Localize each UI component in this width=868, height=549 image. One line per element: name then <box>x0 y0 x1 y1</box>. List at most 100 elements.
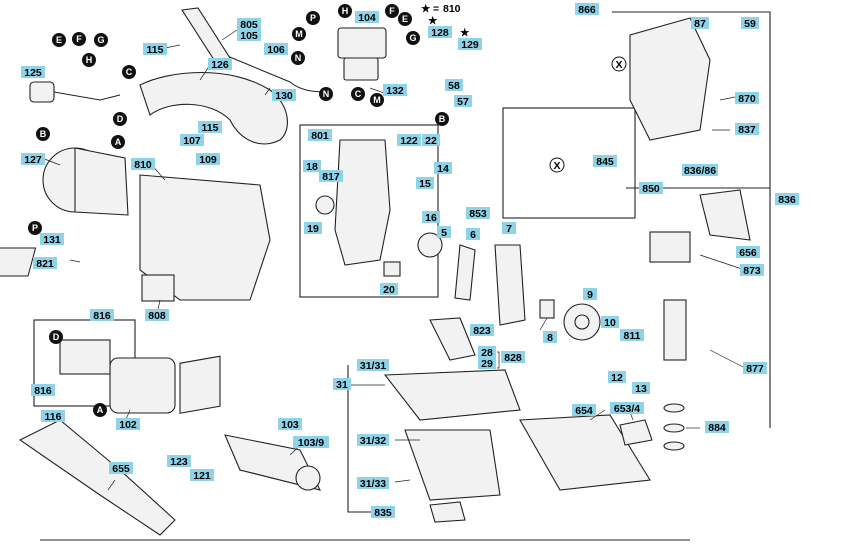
label-12: 12 <box>608 371 626 384</box>
marker-a1: A <box>111 135 125 149</box>
label-20: 20 <box>380 283 398 296</box>
svg-text:116: 116 <box>45 411 62 423</box>
svg-text:C: C <box>126 67 133 77</box>
svg-text:884: 884 <box>708 422 726 434</box>
label-877: 877 <box>743 362 767 375</box>
brush-holder <box>59 339 111 375</box>
label-16: 16 <box>422 211 440 224</box>
marker-c1: C <box>122 65 136 79</box>
marker-x2: X <box>549 157 565 173</box>
svg-text:877: 877 <box>746 363 764 375</box>
label-127: 127 <box>21 153 45 166</box>
svg-text:X: X <box>553 160 560 172</box>
label-128: 128 <box>428 26 452 39</box>
svg-text:816: 816 <box>34 385 52 397</box>
label-837: 837 <box>735 123 759 136</box>
svg-text:127: 127 <box>24 154 42 166</box>
base-plate-31-31 <box>383 369 521 421</box>
label-129: 129 <box>458 38 482 51</box>
label-653-4: 653/4 <box>610 402 644 415</box>
svg-text:9: 9 <box>587 289 593 301</box>
label-58: 58 <box>445 79 463 92</box>
star-129: ★ <box>460 27 470 39</box>
svg-text:18: 18 <box>306 161 318 173</box>
bearing-18 <box>315 195 335 215</box>
svg-text:836/86: 836/86 <box>684 165 716 177</box>
plunger <box>663 299 687 361</box>
svg-text:837: 837 <box>738 124 756 136</box>
svg-text:805: 805 <box>240 19 258 31</box>
marker-h2: H <box>338 4 352 18</box>
label-121: 121 <box>190 469 214 482</box>
motor-housing-right <box>629 17 711 141</box>
marker-x1: X <box>611 56 627 72</box>
legend-star: ★ <box>421 3 431 15</box>
svg-text:656: 656 <box>739 247 757 259</box>
label-31-33: 31/33 <box>357 477 389 490</box>
label-655: 655 <box>109 462 133 475</box>
svg-text:103/9: 103/9 <box>298 437 324 449</box>
svg-text:810: 810 <box>134 159 152 171</box>
label-828: 828 <box>501 351 525 364</box>
svg-text:816: 816 <box>93 310 111 322</box>
label-801: 801 <box>308 129 332 142</box>
label-131: 131 <box>40 233 64 246</box>
svg-text:125: 125 <box>24 67 42 79</box>
label-106: 106 <box>264 43 288 56</box>
svg-text:C: C <box>355 89 362 99</box>
svg-text:103: 103 <box>281 419 299 431</box>
legend-value: 810 <box>443 3 461 15</box>
label-122: 122 <box>397 134 421 147</box>
svg-text:132: 132 <box>386 85 404 97</box>
svg-text:57: 57 <box>457 96 469 108</box>
label-126: 126 <box>208 58 232 71</box>
label-115-top: 115 <box>143 43 167 56</box>
svg-text:817: 817 <box>322 171 340 183</box>
svg-text:A: A <box>115 137 122 147</box>
gear-9-hub <box>574 314 590 330</box>
svg-text:G: G <box>409 33 416 43</box>
svg-text:29: 29 <box>481 358 493 370</box>
svg-text:X: X <box>615 59 622 71</box>
svg-text:109: 109 <box>199 154 217 166</box>
label-866: 866 <box>575 3 599 16</box>
gear-9 <box>563 303 601 341</box>
label-31-31: 31/31 <box>357 359 389 372</box>
svg-text:870: 870 <box>738 93 756 105</box>
frame-866 <box>612 11 771 428</box>
reference-markers: E F G H P H M E F G N M C D B A N C B P … <box>28 4 627 417</box>
guide-20 <box>383 261 401 277</box>
svg-text:845: 845 <box>596 156 614 168</box>
marker-e2: E <box>398 12 412 26</box>
svg-text:106: 106 <box>267 44 285 56</box>
label-5: 5 <box>437 226 451 239</box>
label-132: 132 <box>383 84 407 97</box>
washer-884b <box>663 423 685 433</box>
label-805: 805 <box>237 18 261 31</box>
label-31-32: 31/32 <box>357 434 389 447</box>
marker-n1: N <box>291 51 305 65</box>
marker-c2: C <box>351 87 365 101</box>
svg-text:7: 7 <box>506 223 512 235</box>
svg-text:P: P <box>310 13 316 23</box>
svg-text:654: 654 <box>575 405 593 417</box>
marker-p2: P <box>28 221 42 235</box>
marker-p1: P <box>306 11 320 25</box>
svg-text:A: A <box>97 405 104 415</box>
svg-text:853: 853 <box>469 208 487 220</box>
label-107: 107 <box>180 134 204 147</box>
armature-fan <box>295 465 321 491</box>
svg-text:31/31: 31/31 <box>360 360 386 372</box>
svg-text:D: D <box>53 332 60 342</box>
svg-text:850: 850 <box>642 183 660 195</box>
svg-text:835: 835 <box>374 507 392 519</box>
svg-text:F: F <box>389 6 395 16</box>
svg-text:836: 836 <box>778 194 796 206</box>
marker-g1: G <box>94 33 108 47</box>
label-836: 836 <box>775 193 799 206</box>
svg-text:122: 122 <box>400 135 418 147</box>
svg-text:12: 12 <box>611 372 623 384</box>
svg-text:G: G <box>97 35 104 45</box>
field-coil <box>109 357 176 414</box>
